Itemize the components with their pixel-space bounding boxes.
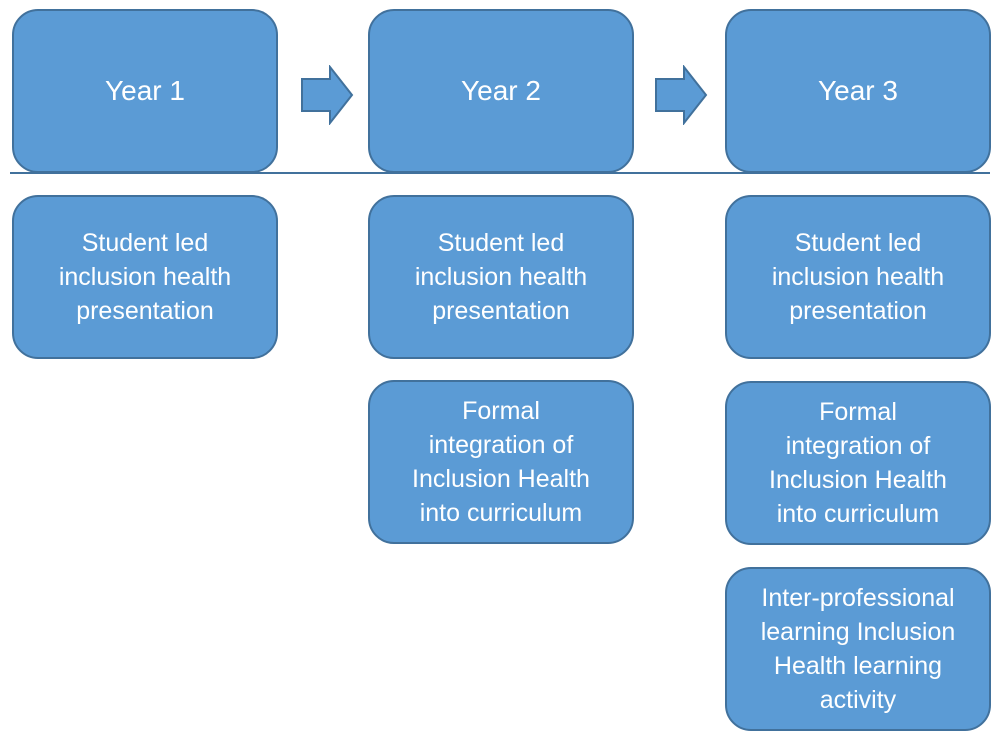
year-2-header: Year 2 bbox=[368, 9, 634, 173]
year-3-item-interprofessional-learning: Inter-professional learning Inclusion He… bbox=[725, 567, 991, 731]
year-2-item-student-presentation: Student led inclusion health presentatio… bbox=[368, 195, 634, 359]
year-2-item-2-text: Formal integration of Inclusion Health i… bbox=[412, 397, 590, 527]
year-2-label: Year 2 bbox=[461, 75, 541, 106]
year-3-item-student-presentation: Student led inclusion health presentatio… bbox=[725, 195, 991, 359]
year-3-header: Year 3 bbox=[725, 9, 991, 173]
year-2-item-1-text: Student led inclusion health presentatio… bbox=[414, 229, 588, 325]
year-3-item-curriculum-integration: Formal integration of Inclusion Health i… bbox=[725, 381, 991, 545]
year-3-item-3-text: Inter-professional learning Inclusion He… bbox=[760, 584, 956, 714]
right-arrow-icon bbox=[655, 65, 708, 125]
year-1-header: Year 1 bbox=[12, 9, 278, 173]
year-3-item-2-text: Formal integration of Inclusion Health i… bbox=[769, 398, 947, 528]
year-1-item-student-presentation: Student led inclusion health presentatio… bbox=[12, 195, 278, 359]
year-3-label: Year 3 bbox=[818, 75, 898, 106]
year-1-item-1-text: Student led inclusion health presentatio… bbox=[58, 229, 232, 325]
right-arrow-icon bbox=[301, 65, 354, 125]
timeline-divider bbox=[10, 172, 990, 174]
year-3-item-1-text: Student led inclusion health presentatio… bbox=[771, 229, 945, 325]
year-2-item-curriculum-integration: Formal integration of Inclusion Health i… bbox=[368, 380, 634, 544]
year-1-label: Year 1 bbox=[105, 75, 185, 106]
